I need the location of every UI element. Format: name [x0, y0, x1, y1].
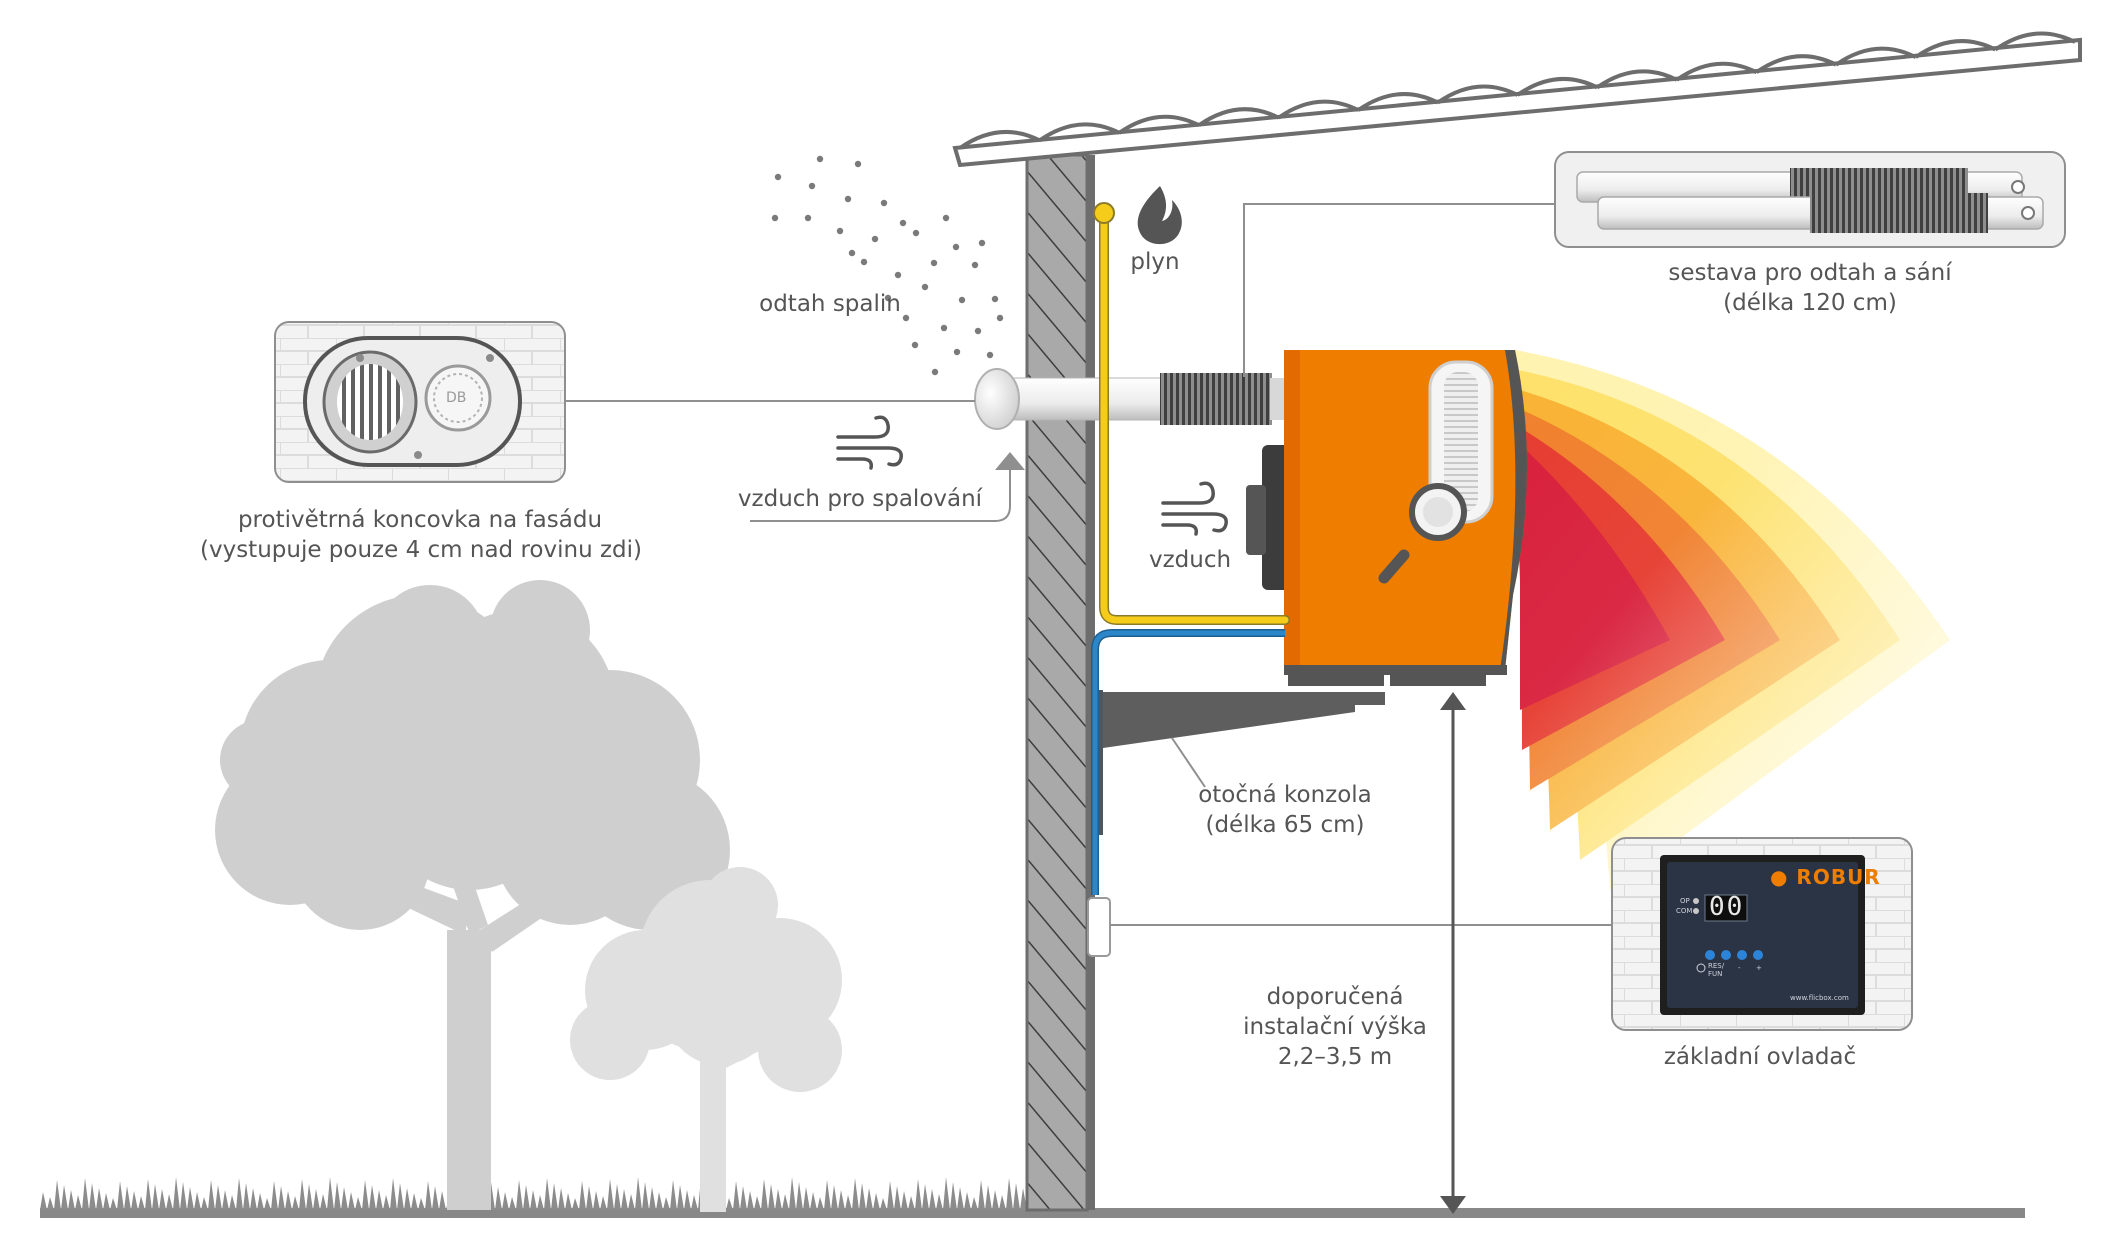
smoke-dot	[940, 324, 948, 332]
smoke-dot	[836, 227, 844, 235]
smoke-dot	[844, 195, 852, 203]
flame-icon	[1137, 186, 1182, 245]
label-air: vzduch	[1135, 545, 1245, 575]
smoke-dot	[986, 351, 994, 359]
flue-kit-detail-box	[1554, 151, 2066, 248]
leader-lines	[565, 203, 1612, 926]
gas-pipe	[1093, 202, 1290, 625]
label-controller: základní ovladač	[1635, 1042, 1885, 1072]
smoke-dot	[808, 182, 816, 190]
controller-brand-logo: ● ROBUR	[1770, 865, 1881, 889]
tree-large	[215, 580, 730, 1210]
label-height-line: doporučená	[1266, 984, 1404, 1010]
button-label-plus: +	[1756, 964, 1762, 972]
smoke-dot	[953, 348, 961, 356]
roof	[952, 31, 2082, 168]
smoke-dot	[816, 155, 824, 163]
flue-duct	[974, 368, 1286, 430]
heat-radiation	[1500, 330, 2000, 930]
magnifier-icon	[1378, 483, 1467, 584]
smoke-dot	[991, 295, 999, 303]
label-gas-text: plyn	[1130, 249, 1180, 275]
smoke-dot	[871, 235, 879, 243]
terminal-logo: DB	[446, 390, 467, 406]
label-kit-line: sestava pro odtah a sání	[1668, 260, 1952, 286]
smoke-dot	[880, 199, 888, 207]
label-combustion-air-text: vzduch pro spalování	[737, 486, 983, 512]
label-controller-text: základní ovladač	[1663, 1044, 1857, 1070]
label-combustion-air: vzduch pro spalování	[725, 484, 995, 514]
air-heater	[1246, 350, 1528, 686]
label-bracket-line: (délka 65 cm)	[1205, 812, 1365, 838]
label-air-text: vzduch	[1148, 547, 1232, 573]
controller-brand-text: ROBUR	[1796, 865, 1881, 889]
led-label-com: COM	[1676, 907, 1693, 915]
smoke-dot	[958, 296, 966, 304]
smoke-dot	[942, 214, 950, 222]
wall	[1025, 153, 1095, 1212]
tree-small	[570, 867, 842, 1212]
smoke-dot	[971, 261, 979, 269]
smoke-dot	[854, 160, 862, 168]
label-terminal-line: (vystupuje pouze 4 cm nad rovinu zdi)	[200, 537, 642, 563]
double-arrow-icon	[1440, 692, 1466, 1214]
smoke-dot	[848, 249, 856, 257]
button-label-minus: -	[1738, 964, 1741, 972]
wind-icon	[836, 415, 903, 470]
label-terminal-line: protivětrná koncovka na fasádu	[237, 507, 603, 533]
label-height-line: 2,2–3,5 m	[1277, 1044, 1393, 1070]
label-height: doporučená instalační výška 2,2–3,5 m	[1215, 982, 1455, 1072]
button-label-fun: FUN	[1708, 970, 1723, 978]
smoke-dot	[774, 173, 782, 181]
smoke-dot	[902, 314, 910, 322]
button-label-res: RES/	[1708, 962, 1725, 970]
smoke-dot	[804, 214, 812, 222]
arrow-up-icon	[995, 452, 1025, 470]
smoke-dot	[931, 368, 939, 376]
smoke-dot	[860, 258, 868, 266]
label-bracket-line: otočná konzola	[1198, 782, 1372, 808]
smoke-dot	[974, 327, 982, 335]
smoke-dot	[911, 341, 919, 349]
smoke-dot	[899, 219, 907, 227]
controller-detail-box	[1611, 837, 1913, 1031]
label-bracket: otočná konzola (délka 65 cm)	[1160, 780, 1410, 840]
smoke-dot	[952, 243, 960, 251]
smoke-dot	[884, 294, 892, 302]
controller-display: 00	[1709, 892, 1745, 922]
smoke-dot	[978, 239, 986, 247]
label-flue-text: odtah spalin	[759, 291, 901, 317]
label-height-line: instalační výška	[1243, 1014, 1427, 1040]
label-gas: plyn	[1105, 247, 1205, 277]
terminal-detail-box	[274, 321, 566, 483]
smoke-dot	[921, 283, 929, 291]
smoke-dot	[930, 259, 938, 267]
label-kit: sestava pro odtah a sání (délka 120 cm)	[1610, 258, 2010, 318]
smoke-dot	[771, 214, 779, 222]
brand-dot: ●	[1770, 865, 1797, 889]
led-label-op: OP	[1680, 897, 1690, 905]
label-terminal: protivětrná koncovka na fasádu (vystupuj…	[200, 505, 642, 565]
electric-cable	[1087, 629, 1285, 957]
controller-website: www.flicbox.com	[1790, 994, 1849, 1002]
smoke-dot	[996, 314, 1004, 322]
wind-icon	[1161, 481, 1228, 536]
label-kit-line: (délka 120 cm)	[1723, 290, 1897, 316]
smoke-dot	[894, 271, 902, 279]
flue-smoke	[771, 155, 1004, 376]
ground	[40, 1177, 2025, 1218]
smoke-dot	[912, 229, 920, 237]
label-flue: odtah spalin	[720, 289, 940, 319]
